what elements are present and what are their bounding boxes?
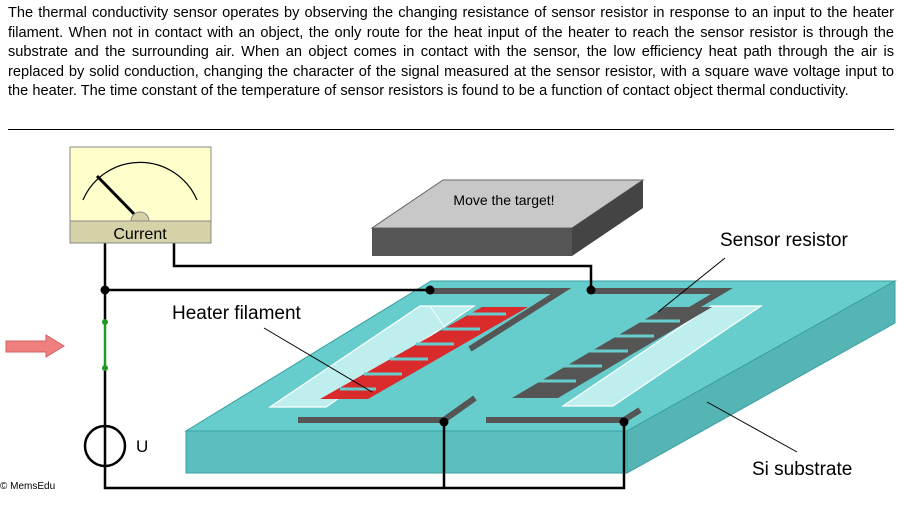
sensor-resistor-label: Sensor resistor <box>720 230 848 251</box>
heater-filament-label: Heater filament <box>172 303 302 324</box>
wire-bottom-rail <box>103 420 626 490</box>
si-substrate-label: Si substrate <box>752 459 852 480</box>
meter-needle <box>95 174 140 220</box>
description-text: The thermal conductivity sensor operates… <box>8 5 894 99</box>
ammeter: Current <box>69 146 212 244</box>
heater-lead-top <box>430 288 572 352</box>
target-front[interactable] <box>372 228 572 256</box>
substrate-front <box>185 430 628 474</box>
junction-dot <box>100 285 110 295</box>
wire-meter-to-sensor <box>172 243 593 291</box>
switch-contact-top <box>102 319 108 325</box>
target-side[interactable] <box>572 180 643 256</box>
heater-filament-pointer <box>263 327 373 393</box>
meter-label: Current <box>113 226 167 243</box>
sensor-cavity <box>561 305 763 407</box>
junction-dot <box>425 285 435 295</box>
junction-dot <box>619 417 629 427</box>
arrow-icon[interactable] <box>5 334 65 358</box>
substrate-side <box>626 280 896 474</box>
switch-contact-bottom <box>102 365 108 371</box>
si-substrate-pointer <box>706 401 798 453</box>
target-block[interactable]: Move the target! <box>370 179 645 256</box>
heater-cavity <box>268 305 476 408</box>
meter-pivot <box>130 211 150 222</box>
circuit-wires <box>103 243 626 490</box>
meter-scale <box>82 161 198 201</box>
cavity-edge <box>429 305 446 329</box>
sensor-resistor-pointer <box>657 257 726 313</box>
target-label: Move the target! <box>453 192 554 208</box>
junction-dot <box>586 285 596 295</box>
voltage-source: U <box>83 424 148 468</box>
source-label: U <box>136 437 148 456</box>
divider <box>8 129 894 130</box>
sensor-lead-top <box>591 288 733 313</box>
junction-dot <box>439 417 449 427</box>
copyright: © MemsEdu <box>0 481 56 492</box>
